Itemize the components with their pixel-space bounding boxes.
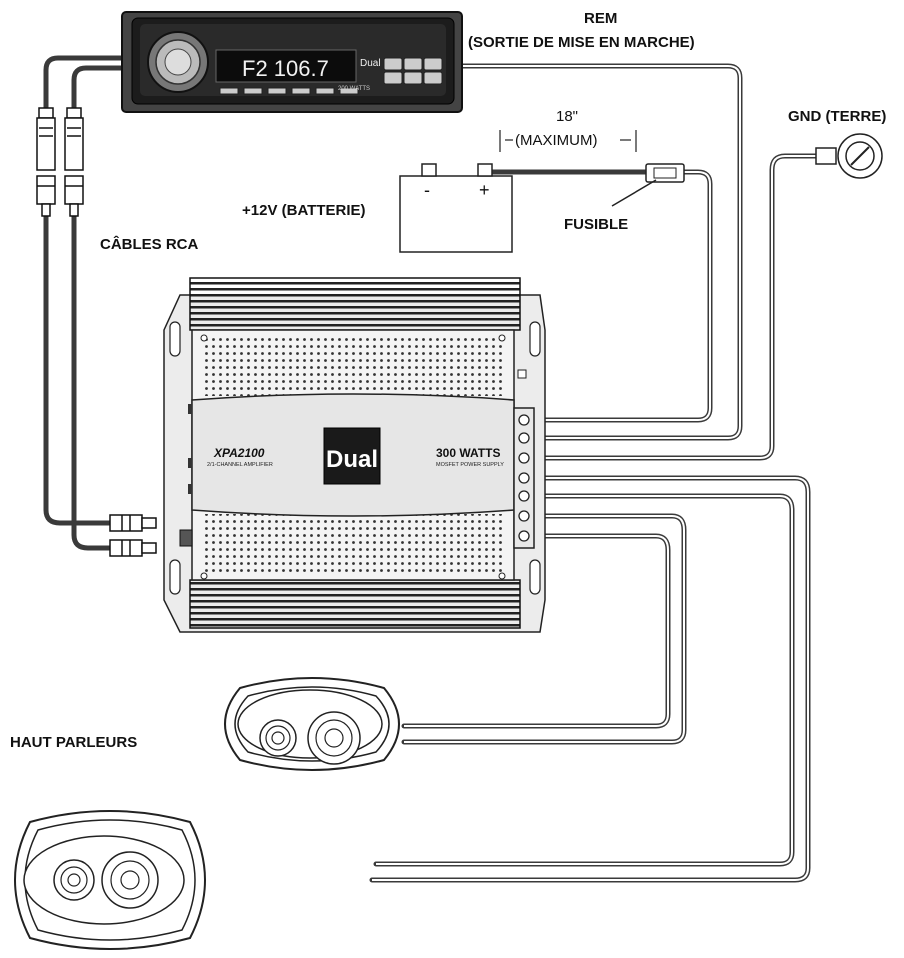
amp-power-sub: MOSFET POWER SUPPLY (436, 462, 504, 468)
rca-cable-2 (71, 65, 133, 551)
head-unit-display (215, 49, 357, 83)
battery-label: +12V (BATTERIE) (242, 202, 366, 219)
amp-model-sub: 2/1-CHANNEL AMPLIFIER (207, 462, 273, 468)
speaker-2 (14, 810, 206, 950)
amp-model: XPA2100 (213, 446, 265, 460)
amp-top-heatsink (189, 277, 521, 331)
amp-terminals (518, 414, 530, 542)
rem-sub-label: (SORTIE DE MISE EN MARCHE) (468, 34, 695, 51)
fuse (611, 163, 685, 207)
ground-terminal (815, 133, 883, 179)
length-label: 18" (556, 108, 579, 125)
rca-plugs-vertical (36, 107, 84, 217)
battery-minus-sign: - (424, 180, 430, 200)
rca-label: CÂBLES RCA (100, 236, 199, 253)
battery-positive-terminal (477, 163, 493, 177)
wires (43, 55, 823, 883)
amp-rca-input (179, 529, 193, 547)
rca-plugs-horizontal (109, 514, 157, 557)
rem-label: REM (584, 10, 618, 27)
head-unit-display-text: F2 106.7 (242, 56, 329, 81)
amp-bottom-grille (202, 514, 504, 574)
head-unit: F2 106.7 Dual 200 WATTS (121, 11, 463, 113)
speakers-label: HAUT PARLEURS (10, 734, 138, 751)
speaker-1 (224, 677, 400, 771)
head-unit-watts: 200 WATTS (338, 86, 370, 92)
battery: - + (399, 163, 513, 253)
rem-wire (457, 63, 743, 441)
amp-power: 300 WATTS (436, 446, 500, 460)
fuse-label: FUSIBLE (564, 216, 629, 233)
amp-bottom-heatsink (189, 579, 521, 629)
maximum-label: (MAXIMUM) (515, 132, 598, 149)
fuse-leader-line (611, 179, 657, 207)
amp-brand-logo: Dual (326, 446, 378, 473)
head-unit-brand: Dual (360, 58, 381, 69)
battery-plus-sign: + (479, 180, 490, 200)
speaker-2-wire (369, 475, 811, 883)
amp-top-grille (202, 336, 504, 396)
gnd-label: GND (TERRE) (788, 108, 887, 125)
amp-logo-box (323, 427, 381, 485)
speaker-1-wire (401, 513, 687, 745)
ground-wire (529, 153, 823, 461)
head-unit-buttons (219, 57, 443, 95)
amplifier: Dual XPA2100 2/1-CHANNEL AMPLIFIER 300 W… (163, 277, 546, 633)
rca-cable-1 (43, 55, 133, 526)
length-marker (499, 130, 637, 152)
battery-negative-terminal (421, 163, 437, 177)
